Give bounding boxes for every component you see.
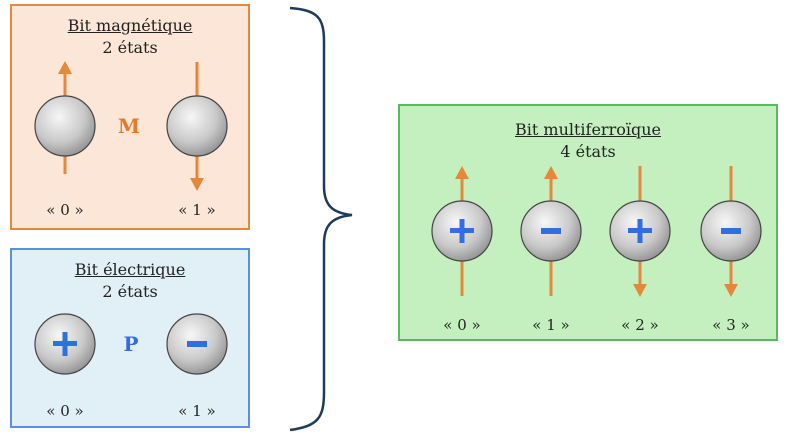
multiferroic-bit-panel: Bit multiferroïque 4 états <box>398 104 778 341</box>
multiferroic-state-0-label: « 0 » <box>443 316 481 334</box>
minus-sign-icon <box>187 341 207 347</box>
multiferroic-state-2-sphere <box>609 166 671 297</box>
electric-state-1-sphere <box>166 313 228 375</box>
arrow-up-icon <box>544 166 558 179</box>
arrow-down-icon <box>190 178 204 191</box>
arrow-down-icon <box>724 284 738 297</box>
multiferroic-diagram <box>431 166 762 297</box>
magnetic-state-0-label: « 0 » <box>46 201 84 219</box>
polarization-symbol: P <box>123 332 139 356</box>
electric-title: Bit électrique <box>74 260 186 279</box>
electric-diagram <box>34 313 228 375</box>
magnetic-state-1-sphere <box>166 62 228 191</box>
arrow-up-icon <box>58 61 72 74</box>
electric-state-0-sphere <box>34 313 96 375</box>
multiferroic-state-1-sphere <box>520 166 582 296</box>
minus-sign-icon <box>721 228 741 234</box>
arrow-up-icon <box>455 166 469 179</box>
electric-subtitle: 2 états <box>102 282 158 301</box>
magnetic-subtitle: 2 états <box>102 38 158 57</box>
multiferroic-state-1-label: « 1 » <box>532 316 570 334</box>
electric-state-0-label: « 0 » <box>46 402 84 420</box>
multiferroic-state-3-sphere <box>700 166 762 297</box>
minus-sign-icon <box>541 228 561 234</box>
electric-bit-panel: Bit électrique 2 états P « 0 » « 1 » <box>10 248 250 428</box>
magnetization-symbol: M <box>117 114 141 138</box>
magnetic-title: Bit magnétique <box>67 16 193 35</box>
magnetic-state-1-label: « 1 » <box>178 201 216 219</box>
magnetic-diagram <box>34 61 228 191</box>
multiferroic-state-2-label: « 2 » <box>621 316 659 334</box>
multiferroic-title: Bit multiferroïque <box>515 120 661 139</box>
magnetic-state-0-sphere <box>34 61 96 174</box>
electric-state-1-label: « 1 » <box>178 402 216 420</box>
multiferroic-state-0-sphere <box>431 166 493 296</box>
arrow-down-icon <box>633 284 647 297</box>
multiferroic-subtitle: 4 états <box>560 142 616 161</box>
magnetic-bit-panel: Bit magnétique 2 états M « 0 » « 1 » <box>10 4 250 230</box>
multiferroic-state-3-label: « 3 » <box>712 316 750 334</box>
